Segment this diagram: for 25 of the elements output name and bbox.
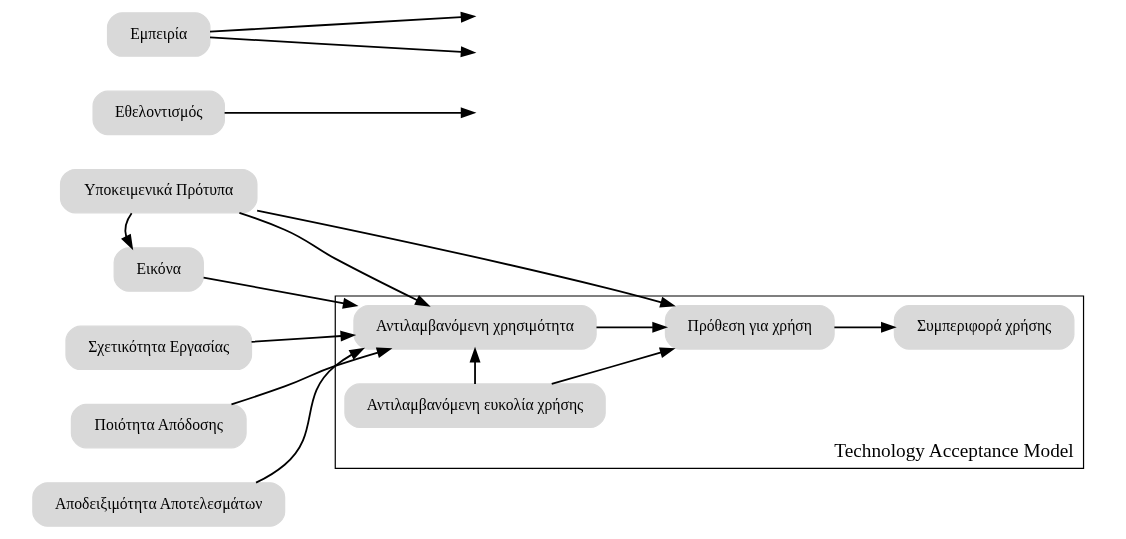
arrow xyxy=(230,347,393,406)
node-box: Ποιότητα Απόδοσης xyxy=(70,403,247,449)
node-box: Αντιλαμβανόμενη χρησιμότητα xyxy=(353,305,597,350)
node-box: Σχετικότητα Εργασίας xyxy=(65,325,253,371)
arrow xyxy=(238,211,431,307)
arrow xyxy=(550,347,676,385)
arrow xyxy=(256,209,676,308)
arrow xyxy=(223,107,477,119)
node-box: Εμπειρία xyxy=(106,12,211,57)
arrow xyxy=(209,36,477,58)
arrow xyxy=(250,330,357,343)
node-box: Εικόνα xyxy=(113,247,204,292)
node-box: Αποδειξιμότητα Αποτελεσμάτων xyxy=(32,482,286,527)
arrow xyxy=(255,347,366,484)
arrow xyxy=(595,321,668,333)
arrow xyxy=(202,276,359,309)
arrow xyxy=(469,346,481,385)
node-box: Συμπεριφορά χρήσης xyxy=(893,305,1075,350)
arrow xyxy=(121,212,134,251)
arrow xyxy=(209,11,477,33)
node-box: Εθελοντισμός xyxy=(92,90,225,136)
arrow xyxy=(833,321,897,333)
node-box: Αντιλαμβανόμενη ευκολία χρήσης xyxy=(344,383,606,428)
node-box: Πρόθεση για χρήση xyxy=(664,305,835,350)
node-box: Υποκειμενικά Πρότυπα xyxy=(59,168,258,214)
